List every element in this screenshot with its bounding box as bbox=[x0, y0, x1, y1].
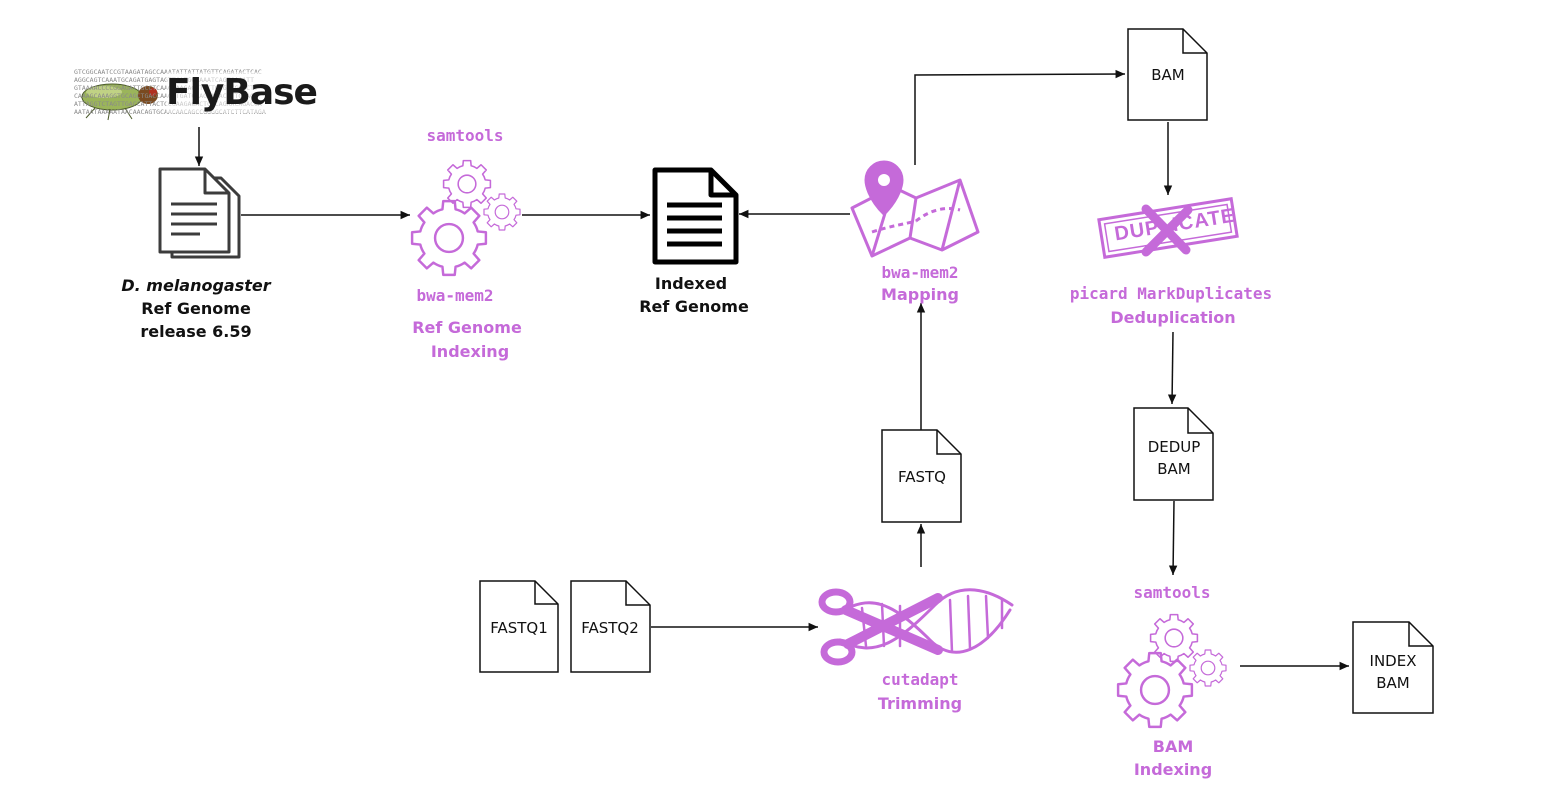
trimming-label: Trimming bbox=[877, 694, 963, 713]
index-bam-file-icon bbox=[1352, 621, 1434, 714]
ref-genome-label: Ref Genome bbox=[141, 299, 251, 318]
bwa-mem2-index-tool-label: bwa-mem2 bbox=[416, 286, 494, 305]
fastq1-label: FASTQ1 bbox=[490, 619, 548, 637]
deduplication-label: Deduplication bbox=[1110, 308, 1236, 327]
samtools-bam-tool-label: samtools bbox=[1133, 583, 1211, 602]
bam-label: BAM bbox=[1151, 66, 1185, 84]
indexed-label: Indexed bbox=[654, 274, 728, 293]
index-label: INDEX bbox=[1369, 652, 1417, 670]
gears-icon bbox=[410, 159, 521, 277]
map-pin-icon bbox=[850, 160, 980, 258]
bam-indexing-bam-label: BAM bbox=[1152, 737, 1194, 756]
samtools-tool-label: samtools bbox=[426, 126, 504, 145]
species-label: D. melanogaster bbox=[121, 276, 271, 295]
fastq2-label: FASTQ2 bbox=[581, 619, 639, 637]
ref-genome-indexing-label: Ref Genome bbox=[412, 318, 522, 337]
dna-line: CAAAGCAAAGGTGCAGCTGACCAACGTGATCAAGCACACC… bbox=[74, 92, 324, 100]
dedup-bam-file-icon bbox=[1133, 407, 1214, 501]
bam-indexing-gears-icon bbox=[1116, 613, 1227, 729]
dedup-label: DEDUP bbox=[1147, 438, 1201, 456]
indexing-label: Indexing bbox=[430, 342, 510, 361]
indexed-genome-doc-icon bbox=[652, 167, 739, 265]
fastq2-file-icon bbox=[570, 580, 651, 673]
index-bam-label: BAM bbox=[1376, 674, 1410, 692]
fastq-file-icon bbox=[881, 429, 962, 523]
indexed-ref-genome-label: Ref Genome bbox=[639, 297, 749, 316]
bwa-mem2-mapping-tool-label: bwa-mem2 bbox=[881, 263, 959, 282]
cutadapt-tool-label: cutadapt bbox=[881, 670, 959, 689]
duplicate-stamp-icon bbox=[1097, 197, 1239, 259]
mapping-label: Mapping bbox=[881, 285, 959, 304]
fly-icon bbox=[81, 83, 158, 121]
dedup-bam-label: BAM bbox=[1157, 460, 1191, 478]
bam-indexing-label: Indexing bbox=[1133, 760, 1213, 779]
flybase-logo: FlyBase bbox=[166, 72, 318, 113]
dna-line: GTAAAACCCCGGAGATTGCCTCAACAAAGAGGTCTTGCGT… bbox=[74, 84, 324, 92]
fastq1-file-icon bbox=[479, 580, 559, 673]
arrow-dedupbam-to-bamindexing bbox=[1168, 500, 1178, 576]
scissors-dna-icon bbox=[818, 588, 1014, 666]
bam-file-icon bbox=[1127, 28, 1208, 121]
arrow-dedup-to-dedupbam bbox=[1167, 331, 1177, 405]
arrow-mapping-to-bam bbox=[914, 69, 1126, 165]
dna-line: AGGCAGTCAAATGCAGATGAGTAGTTCATGGGAAATCAGT… bbox=[74, 76, 255, 84]
ref-genome-doc-icon bbox=[158, 167, 241, 259]
picard-tool-label: picard MarkDuplicates bbox=[1069, 284, 1273, 303]
release-label: release 6.59 bbox=[140, 322, 252, 341]
fastq-label: FASTQ bbox=[897, 468, 946, 486]
